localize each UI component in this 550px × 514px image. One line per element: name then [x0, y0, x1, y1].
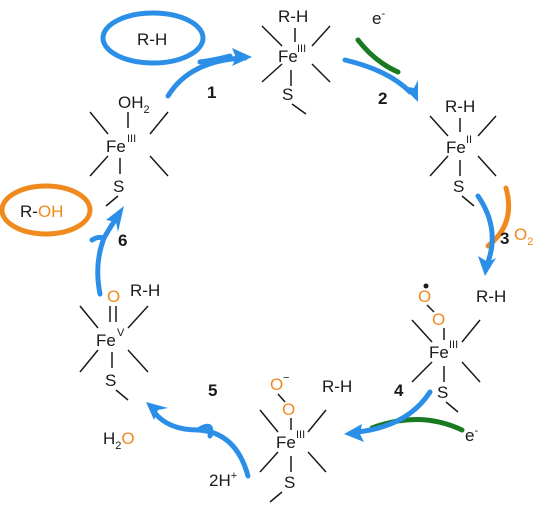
iron-label: Fe: [96, 331, 116, 350]
fe3-aqua-complex: OH2 Fe III S: [89, 93, 169, 207]
radical-dot: [423, 283, 429, 289]
substrate-label: R-H: [445, 97, 475, 116]
peroxo-o1: O: [270, 375, 283, 394]
peroxo-charge: −: [283, 372, 289, 384]
oxo-label: O: [107, 287, 120, 306]
thiolate-label: S: [282, 85, 293, 104]
oxidation-state: III: [449, 339, 458, 351]
step-1-arrow: R-H 1: [100, 10, 252, 102]
thiolate-label: S: [113, 177, 124, 196]
step-4-arrow: e- 4: [344, 381, 478, 445]
substrate-circle: [100, 10, 206, 66]
product-label: R-OH: [20, 202, 63, 221]
step-label: 4: [394, 381, 404, 400]
step-label: 2: [378, 89, 387, 108]
water-label: H2O: [103, 429, 135, 452]
product-circle: [0, 183, 93, 237]
peroxo-o2: O: [282, 400, 295, 419]
protons-label: 2H+: [209, 470, 237, 490]
substrate-label: R-H: [322, 377, 352, 396]
substrate-label: R-H: [476, 287, 506, 306]
oxidation-state: II: [466, 134, 472, 146]
step-2-arrow: e- 2: [342, 8, 418, 108]
thiolate-label: S: [437, 383, 448, 402]
step-6-arrow: R-OH 6: [0, 183, 127, 297]
oxygen-label: O2: [514, 225, 533, 248]
superoxo-o2: O: [432, 310, 445, 329]
step-label: 1: [207, 83, 216, 102]
electron-label: e-: [372, 8, 385, 28]
step-label: 6: [118, 231, 127, 250]
step-label: 3: [500, 229, 509, 248]
electron-label: e-: [465, 425, 478, 445]
fe3-peroxo-complex: O − O R-H Fe III S: [259, 372, 352, 503]
substrate-label: R-H: [278, 7, 308, 26]
iron-label: Fe: [429, 343, 449, 362]
oxidation-state: III: [296, 429, 305, 441]
fe5-oxo-complex: O R-H Fe V S: [79, 281, 160, 401]
thiolate-label: S: [284, 473, 295, 492]
step-label: 5: [208, 381, 217, 400]
iron-label: Fe: [278, 47, 298, 66]
fe3-superoxo-complex: O O R-H Fe III S: [411, 283, 506, 413]
substrate-label: R-H: [130, 281, 160, 300]
thiolate-label: S: [105, 371, 116, 390]
iron-label: Fe: [276, 433, 296, 452]
iron-label: Fe: [446, 138, 466, 157]
oxidation-state: III: [297, 43, 306, 55]
substrate-label: R-H: [137, 30, 167, 49]
fe3-resting-complex: R-H Fe III S: [261, 7, 331, 115]
iron-label: Fe: [106, 137, 126, 156]
step-5-arrow: H2O 2H+ 5: [103, 381, 251, 490]
electron-arc: [355, 37, 401, 75]
oxidation-state: V: [117, 327, 125, 339]
aqua-label: OH2: [118, 93, 150, 116]
step-3-arrow: O2 3: [475, 185, 533, 276]
superoxo-o1: O: [418, 287, 431, 306]
fe2-complex: R-H Fe II S: [429, 97, 497, 207]
thiolate-label: S: [453, 177, 464, 196]
oxidation-state: III: [127, 133, 136, 145]
